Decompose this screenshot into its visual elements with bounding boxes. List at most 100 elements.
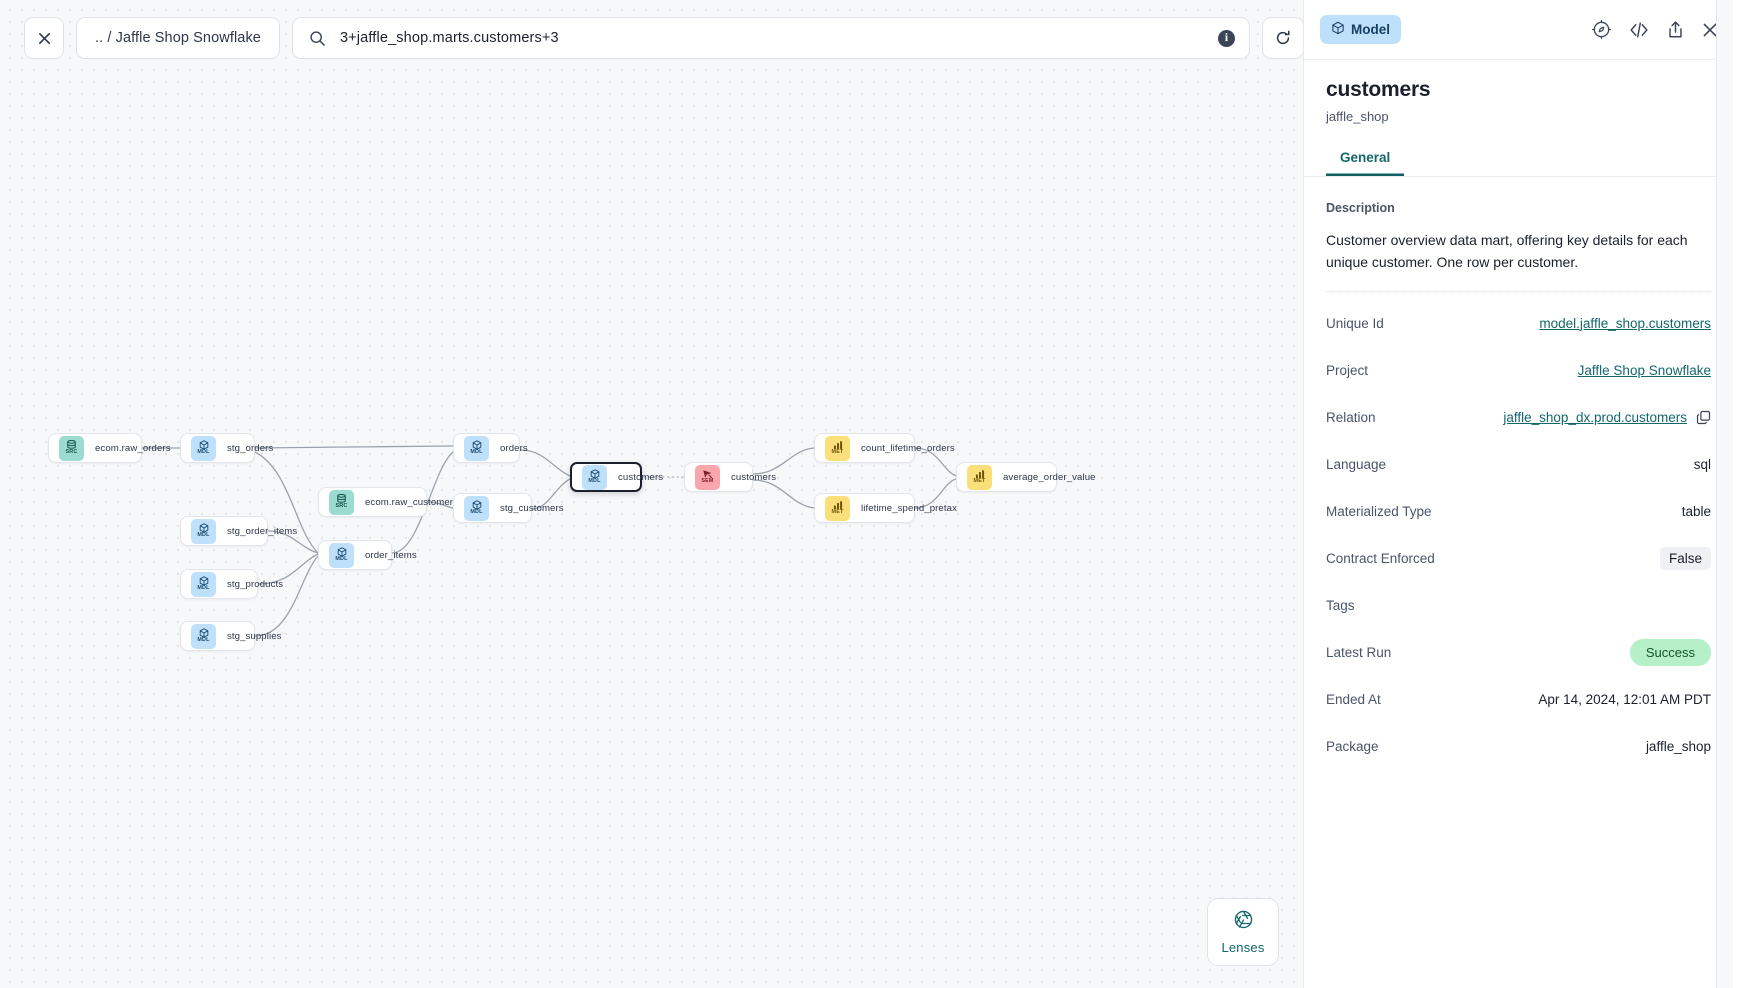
metadata-key: Contract Enforced xyxy=(1326,550,1435,566)
graph-node-orders[interactable]: MDL orders xyxy=(453,433,528,463)
details-panel: Model xyxy=(1303,0,1733,988)
src-icon xyxy=(66,440,77,449)
metadata-key: Tags xyxy=(1326,597,1355,613)
node-label: stg_orders xyxy=(227,442,274,454)
mdl-icon xyxy=(199,628,209,638)
code-icon[interactable] xyxy=(1628,20,1650,40)
metadata-key: Project xyxy=(1326,362,1369,378)
metadata-row: Project Jaffle Shop Snowflake xyxy=(1326,354,1711,386)
description-label: Description xyxy=(1326,201,1395,215)
node-label: orders xyxy=(500,442,528,454)
panel-right-strip xyxy=(1716,0,1733,988)
node-label: ecom.raw_orders xyxy=(95,442,171,454)
refresh-button[interactable] xyxy=(1261,17,1303,59)
node-type-badge-mdl: MDL xyxy=(582,464,607,490)
node-label: stg_products xyxy=(227,578,284,590)
info-icon[interactable]: i xyxy=(1217,29,1235,47)
close-graph-button[interactable] xyxy=(24,17,64,59)
metadata-row: Tags xyxy=(1326,589,1711,621)
node-label: stg_order_items xyxy=(227,525,298,537)
node-type-badge-met: MET xyxy=(825,495,850,521)
met-icon xyxy=(833,440,843,449)
mdl-icon xyxy=(472,500,482,510)
node-type-badge-mdl: MDL xyxy=(191,518,216,544)
met-icon xyxy=(833,500,843,509)
metadata-value: Apr 14, 2024, 12:01 AM PDT xyxy=(1538,691,1711,707)
metadata-row: Latest Run Success xyxy=(1326,636,1711,668)
metadata-key: Materialized Type xyxy=(1326,503,1432,519)
node-label: ecom.raw_customers xyxy=(365,496,458,508)
node-type-badge-mdl: MDL xyxy=(191,623,216,649)
metadata-row: Package jaffle_shop xyxy=(1326,730,1711,762)
share-icon[interactable] xyxy=(1666,20,1685,40)
mdl-icon xyxy=(199,523,209,533)
status-badge: Success xyxy=(1629,638,1711,666)
metadata-row: Unique Id model.jaffle_shop.customers xyxy=(1326,307,1711,339)
node-type-badge-met: MET xyxy=(967,464,992,490)
search-icon xyxy=(309,29,327,47)
met-icon xyxy=(975,469,985,478)
lenses-label: Lenses xyxy=(1221,940,1265,955)
node-type-chip-label: Model xyxy=(1351,22,1390,37)
node-label: count_lifetime_orders xyxy=(861,442,955,454)
panel-title-block: customers jaffle_shop xyxy=(1304,59,1733,124)
graph-node-average_order_value[interactable]: MET average_order_value xyxy=(956,462,1095,492)
graph-node-stg_products[interactable]: MDL stg_products xyxy=(180,569,283,599)
node-label: lifetime_spend_pretax xyxy=(861,502,957,514)
metadata-value-wrap: False xyxy=(1659,546,1711,570)
mdl-icon xyxy=(590,469,600,479)
metadata-value-link[interactable]: Jaffle Shop Snowflake xyxy=(1577,362,1711,378)
metadata-value-link[interactable]: jaffle_shop_dx.prod.customers xyxy=(1503,409,1687,425)
node-label: average_order_value xyxy=(1003,471,1096,483)
metadata-value: table xyxy=(1681,503,1711,519)
metadata-row: Contract Enforced False xyxy=(1326,542,1711,574)
metadata-value-wrap: jaffle_shop_dx.prod.customers xyxy=(1503,410,1711,425)
mdl-icon xyxy=(472,440,482,450)
metadata-key: Latest Run xyxy=(1326,644,1392,660)
metadata-value-wrap: sql xyxy=(1694,457,1711,472)
metadata-value-wrap: Jaffle Shop Snowflake xyxy=(1578,363,1711,378)
tab-general[interactable]: General xyxy=(1326,150,1404,176)
refresh-icon xyxy=(1276,30,1290,45)
description-text: Customer overview data mart, offering ke… xyxy=(1326,229,1711,293)
node-type-badge-mdl: MDL xyxy=(464,435,489,461)
node-type-badge-mdl: MDL xyxy=(191,571,216,597)
metadata-key: Relation xyxy=(1326,409,1376,425)
panel-body: Description Customer overview data mart,… xyxy=(1304,177,1733,988)
metadata-value-wrap: Success xyxy=(1629,638,1711,666)
metadata-key: Unique Id xyxy=(1326,315,1384,331)
close-icon[interactable] xyxy=(1701,21,1719,39)
node-type-badge-mdl: MDL xyxy=(329,542,354,568)
lineage-compass-icon[interactable] xyxy=(1591,19,1612,40)
breadcrumb[interactable]: .. / Jaffle Shop Snowflake xyxy=(76,17,280,59)
metadata-row: Materialized Type table xyxy=(1326,495,1711,527)
cube-icon xyxy=(1331,21,1345,38)
graph-node-stg_order_items[interactable]: MDL stg_order_items xyxy=(180,516,297,546)
search-input[interactable]: 3+jaffle_shop.marts.customers+3 i xyxy=(291,17,1250,59)
page-title: customers xyxy=(1326,78,1431,101)
lenses-button[interactable]: Lenses xyxy=(1207,898,1279,966)
metadata-value-link[interactable]: model.jaffle_shop.customers xyxy=(1539,315,1711,331)
lineage-edges xyxy=(142,445,957,637)
copy-icon[interactable] xyxy=(1696,410,1711,425)
graph-node-lifetime_spend_pretax[interactable]: MET lifetime_spend_pretax xyxy=(814,493,957,523)
metadata-key: Ended At xyxy=(1326,691,1381,707)
metadata-value-wrap: jaffle_shop xyxy=(1646,739,1711,754)
lineage-canvas[interactable]: .. / Jaffle Shop Snowflake 3+jaffle_shop… xyxy=(0,0,1303,988)
graph-node-stg_supplies[interactable]: MDL stg_supplies xyxy=(180,621,281,651)
metadata-key: Package xyxy=(1326,738,1379,754)
node-label: stg_supplies xyxy=(227,630,282,642)
canvas-toolbar: .. / Jaffle Shop Snowflake 3+jaffle_shop… xyxy=(24,17,1303,59)
metadata-row: Relation jaffle_shop_dx.prod.customers xyxy=(1326,401,1711,433)
src-icon xyxy=(336,494,347,503)
